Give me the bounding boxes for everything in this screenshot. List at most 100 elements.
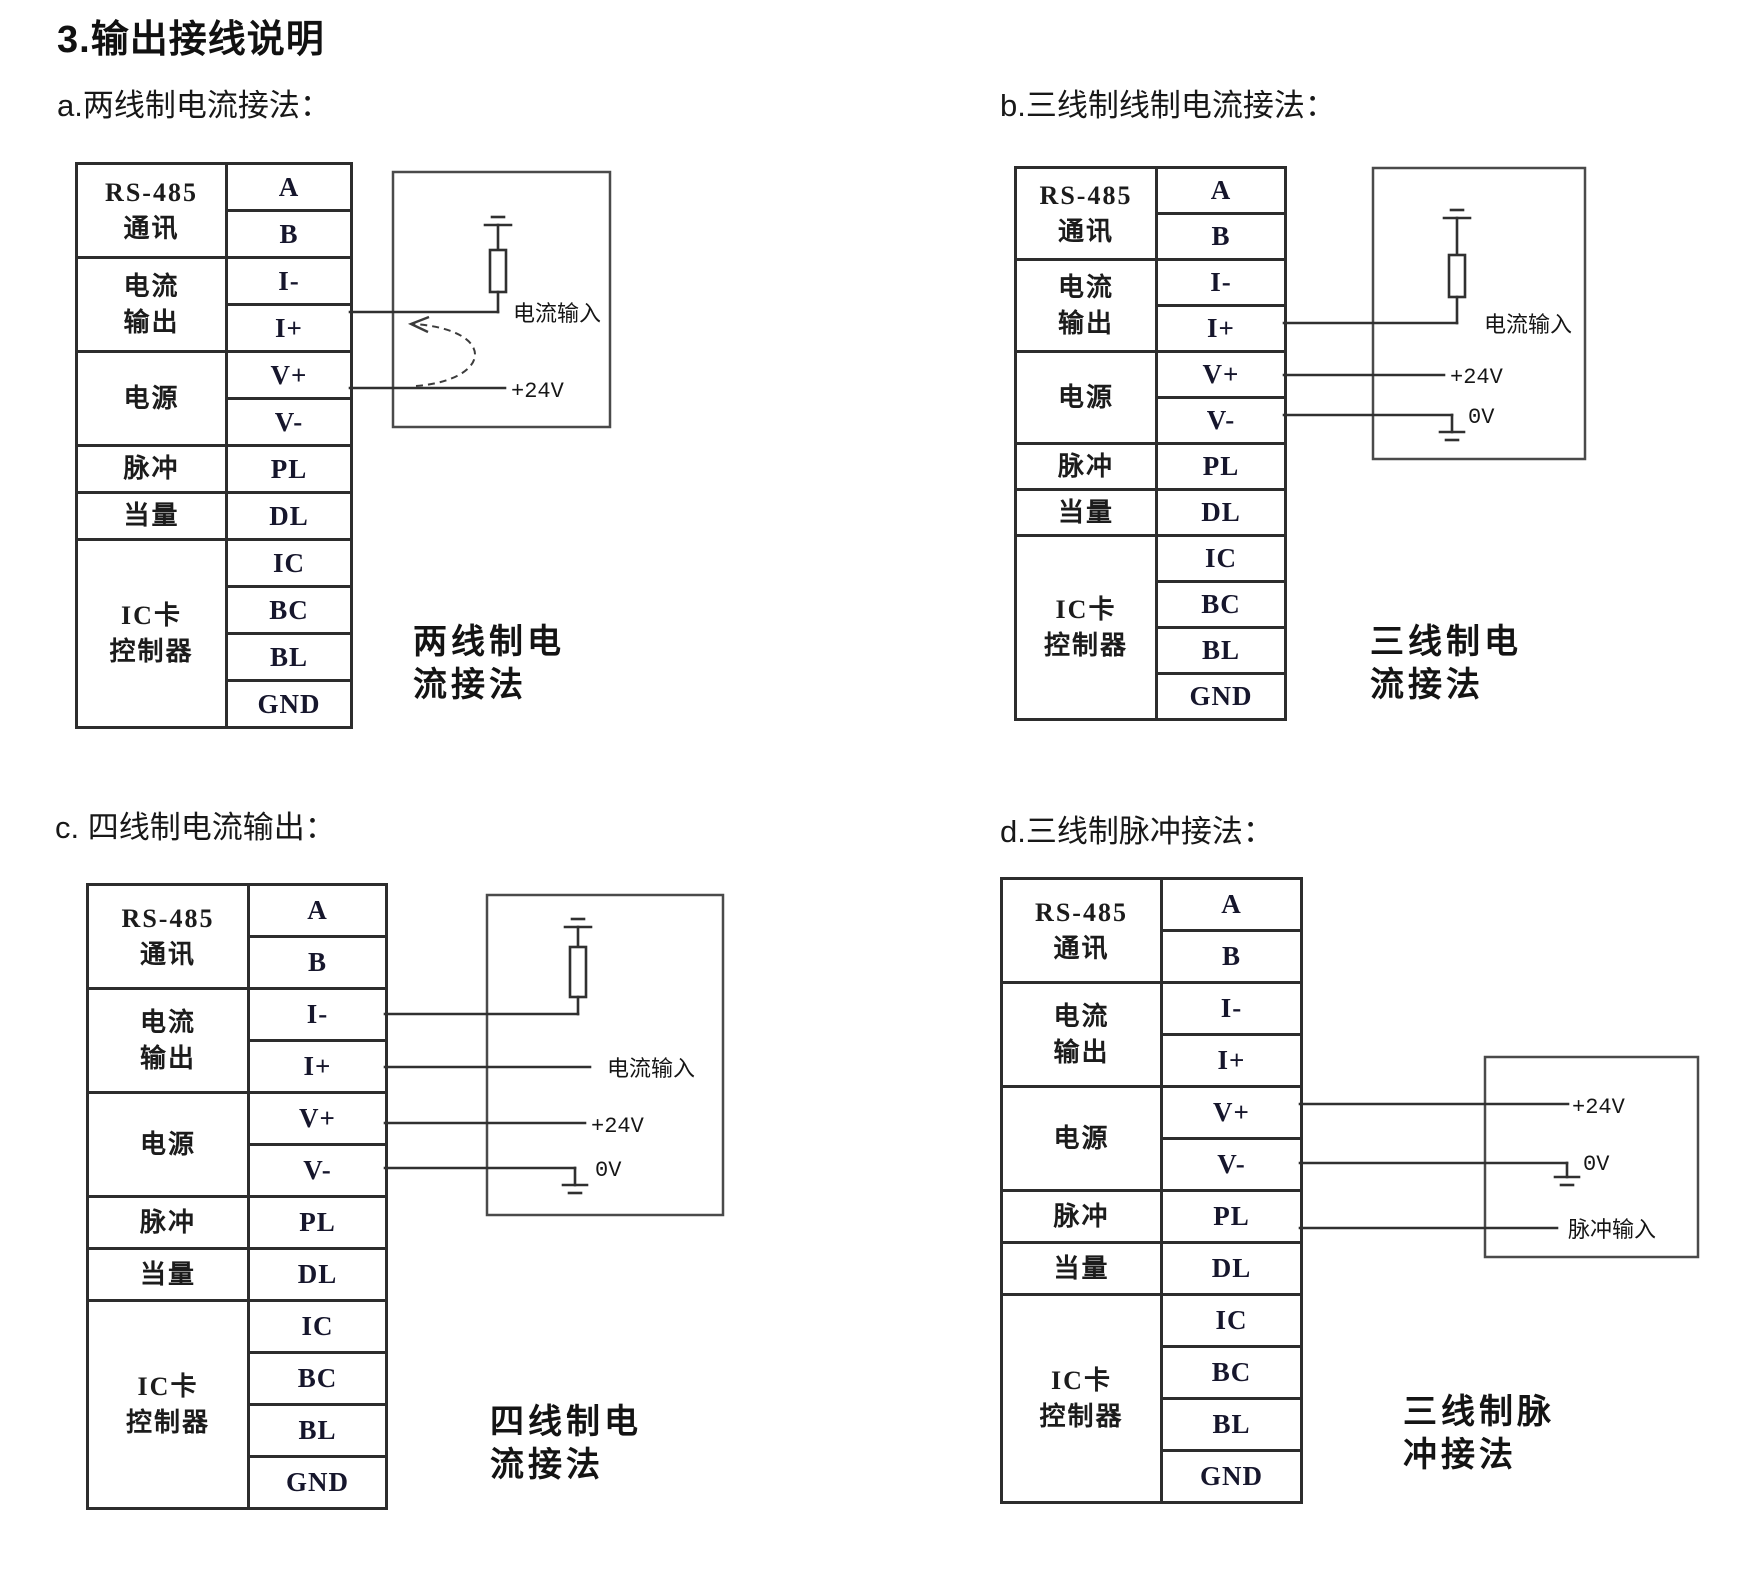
terminal-pin: GND	[225, 679, 353, 729]
terminal-pin: I+	[225, 303, 353, 353]
terminal-pin: GND	[1155, 672, 1287, 721]
ground-icon	[561, 1183, 589, 1195]
resistor-symbol	[1447, 253, 1467, 299]
terminal-group-label: 脉冲	[1000, 1189, 1163, 1244]
terminal-pin: BL	[1155, 626, 1287, 675]
diagram-c-caption: 四线制电 流接法	[490, 1402, 642, 1487]
terminal-pin: PL	[225, 444, 353, 494]
terminal-pin: IC	[247, 1299, 388, 1354]
terminal-row: B	[1016, 212, 1287, 261]
section-d-heading: d.三线制脉冲接法：	[1000, 814, 1274, 849]
terminal-pin: IC	[1155, 534, 1287, 583]
load-box	[1371, 166, 1587, 461]
terminal-group-label: 电流输出	[86, 987, 250, 1094]
caption-line: 流接法	[1370, 666, 1484, 704]
terminal-pin: GND	[247, 1455, 388, 1510]
terminal-group-label: 电源	[75, 350, 228, 447]
ground-icon	[1442, 208, 1472, 257]
ground-icon	[483, 215, 513, 252]
terminal-pin: DL	[247, 1247, 388, 1302]
terminal-pin: V-	[225, 397, 353, 447]
label-24v: +24V	[591, 1114, 645, 1139]
terminal-pin: IC	[225, 538, 353, 588]
terminal-pin: DL	[1160, 1241, 1303, 1296]
section-c-heading: c. 四线制电流输出：	[55, 810, 336, 845]
terminal-pin: V+	[1155, 350, 1287, 399]
terminal-pin: PL	[1155, 442, 1287, 491]
caption-line: 冲接法	[1403, 1436, 1517, 1474]
terminal-pin: BL	[247, 1403, 388, 1458]
caption-line: 流接法	[490, 1446, 604, 1484]
terminal-pin: BC	[1160, 1345, 1303, 1400]
terminal-row: B	[88, 935, 388, 990]
terminal-pin: I-	[247, 987, 388, 1042]
terminal-pin: V-	[247, 1143, 388, 1198]
terminal-group-label: 当量	[1000, 1241, 1163, 1296]
terminal-row: I+	[1002, 1033, 1303, 1088]
label-24v: +24V	[1572, 1095, 1626, 1120]
label-current-input: 电流输入	[1484, 313, 1572, 339]
label-24v: +24V	[1450, 365, 1504, 390]
ground-icon	[1438, 430, 1466, 442]
wiring-diagram-d: +24V 0V 脉冲输入	[1298, 1055, 1700, 1259]
diagram-d-caption: 三线制脉 冲接法	[1403, 1392, 1555, 1477]
terminal-row: V-	[1016, 396, 1287, 445]
label-pulse-input: 脉冲输入	[1568, 1218, 1656, 1244]
ground-icon	[1553, 1175, 1581, 1187]
terminal-pin: IC	[1160, 1293, 1303, 1348]
terminal-pin: V+	[1160, 1085, 1303, 1140]
terminal-row: V-	[88, 1143, 388, 1198]
terminal-row: BC	[88, 1351, 388, 1406]
terminal-pin: BC	[247, 1351, 388, 1406]
terminal-pin: B	[1155, 212, 1287, 261]
terminal-group-label: 电流输出	[75, 256, 228, 353]
terminal-row: BL	[88, 1403, 388, 1458]
terminal-pin: BL	[225, 632, 353, 682]
terminal-group-label: 电源	[1014, 350, 1158, 445]
terminal-pin: A	[247, 883, 388, 938]
terminal-group-label: IC卡控制器	[1014, 534, 1158, 721]
terminal-pin: DL	[1155, 488, 1287, 537]
terminal-pin: DL	[225, 491, 353, 541]
label-0v: 0V	[1583, 1152, 1610, 1177]
caption-line: 两线制电	[413, 624, 565, 661]
terminal-row: GND	[1002, 1449, 1303, 1504]
terminal-pin: A	[1160, 877, 1303, 932]
terminal-row: GND	[1016, 672, 1287, 721]
terminal-pin: B	[247, 935, 388, 990]
wiring-diagram-a: 电流输入 +24V	[348, 170, 612, 429]
diagram-b-caption: 三线制电 流接法	[1370, 622, 1522, 707]
wiring-diagram-c: 电流输入 +24V 0V	[383, 893, 725, 1217]
label-0v: 0V	[595, 1158, 622, 1183]
terminal-group-label: 脉冲	[1014, 442, 1158, 491]
terminal-pin: V-	[1160, 1137, 1303, 1192]
terminal-group-label: 电源	[1000, 1085, 1163, 1192]
diagram-a-caption: 两线制电 流接法	[413, 622, 565, 707]
terminal-row: I+	[77, 303, 353, 353]
terminal-pin: I+	[1155, 304, 1287, 353]
wiring-diagram-b: 电流输入 +24V 0V	[1282, 166, 1587, 461]
terminal-row: BC	[1002, 1345, 1303, 1400]
terminal-pin: GND	[1160, 1449, 1303, 1504]
